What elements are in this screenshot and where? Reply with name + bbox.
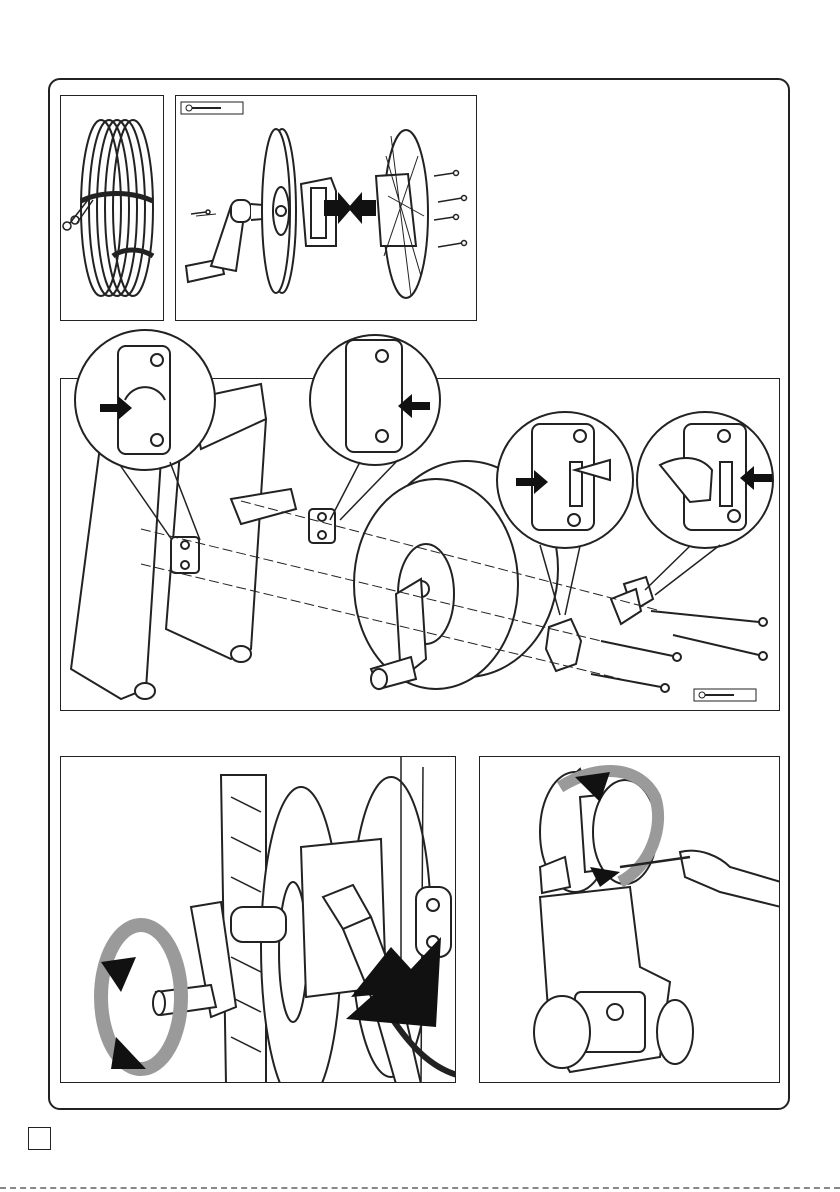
coiled-hose	[81, 120, 153, 296]
panel-wind-hose-on-machine	[479, 756, 780, 1083]
panel-connect-hose-and-wind	[60, 756, 456, 1083]
panel-assemble-reel-drum	[175, 95, 477, 321]
screw-icon	[181, 102, 243, 114]
bottom-rule	[0, 1187, 840, 1189]
reel-disc-front	[262, 129, 296, 293]
hose-reel-drum	[354, 461, 558, 689]
bracket-left	[171, 537, 199, 573]
panel-unpack-hose	[60, 95, 164, 321]
long-screws	[591, 611, 767, 692]
page-number-box	[28, 1127, 51, 1150]
bracket-middle	[309, 509, 335, 543]
panel-mount-reel-brackets	[60, 378, 780, 711]
screw-icon	[694, 689, 756, 701]
bracket-right-lower	[546, 619, 581, 671]
bracket-right-upper	[611, 577, 653, 624]
reel-disc-back	[376, 130, 428, 298]
